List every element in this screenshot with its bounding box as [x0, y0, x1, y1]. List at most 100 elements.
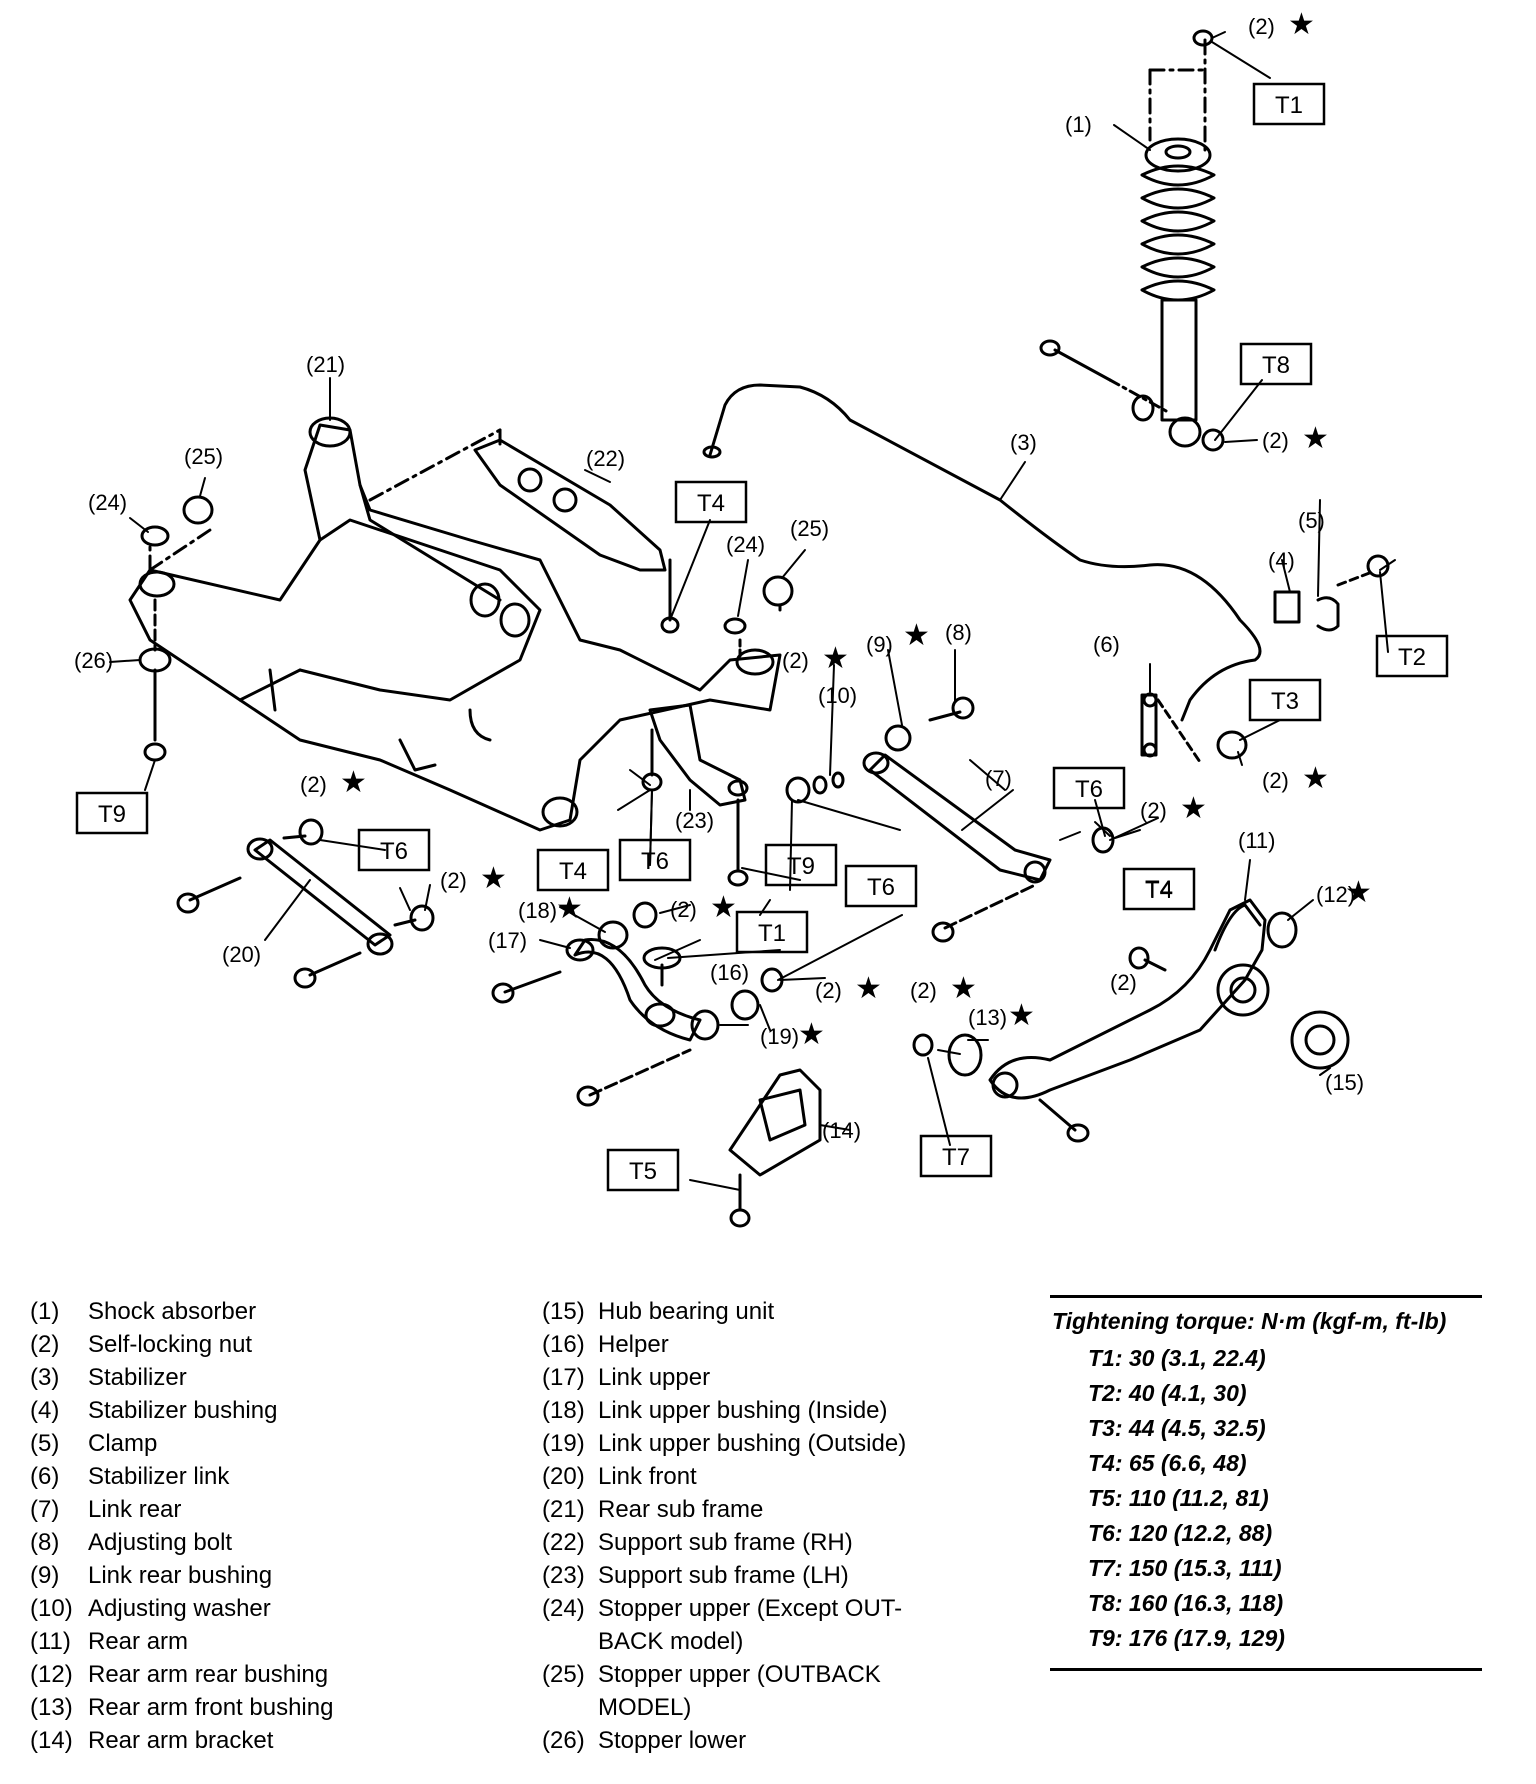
svg-text:T4: T4 — [559, 858, 587, 885]
svg-text:T4: T4 — [697, 490, 725, 517]
svg-text:(8): (8) — [945, 620, 972, 645]
svg-text:T8: T8 — [1262, 352, 1290, 379]
torque-row: T3: 44 (4.5, 32.5) — [1088, 1415, 1266, 1441]
svg-text:(24): (24) — [726, 532, 765, 557]
svg-text:T1: T1 — [1275, 92, 1303, 119]
svg-text:(2): (2) — [1140, 798, 1167, 823]
svg-text:(2): (2) — [1248, 14, 1275, 39]
svg-text:(2): (2) — [440, 868, 467, 893]
leader-lines — [109, 31, 1396, 1191]
svg-text:(20): (20) — [222, 942, 261, 967]
svg-text:(21): (21) — [306, 352, 345, 377]
legend-item: (18)Link upper bushing (Inside) — [542, 1397, 888, 1424]
svg-text:(25): (25) — [790, 516, 829, 541]
svg-text:(3): (3) — [1010, 430, 1037, 455]
svg-text:(12): (12) — [1316, 882, 1355, 907]
svg-text:(2): (2) — [300, 772, 327, 797]
legend-item: BACK model) — [598, 1628, 744, 1655]
parts-legend-middle: (15)Hub bearing unit (16)Helper (17)Link… — [542, 1295, 906, 1757]
star-icon: ★ — [1302, 761, 1329, 796]
star-icon: ★ — [903, 618, 930, 653]
svg-text:(22): (22) — [586, 446, 625, 471]
legend-item: (14)Rear arm bracket — [30, 1727, 274, 1754]
svg-text:(23): (23) — [675, 808, 714, 833]
svg-text:T9: T9 — [787, 853, 815, 880]
svg-text:T9: T9 — [98, 801, 126, 828]
star-icon: ★ — [340, 765, 367, 800]
torque-row: T5: 110 (11.2, 81) — [1088, 1485, 1269, 1511]
shock-absorber-drawing — [1039, 29, 1225, 452]
svg-text:(13): (13) — [968, 1005, 1007, 1030]
legend-item: (7)Link rear — [30, 1496, 182, 1523]
svg-text:T5: T5 — [629, 1158, 657, 1185]
svg-text:(4): (4) — [1268, 548, 1295, 573]
legend-item: (16)Helper — [542, 1331, 669, 1358]
legend-item: (13)Rear arm front bushing — [30, 1694, 334, 1721]
torque-row: T4: 65 (6.6, 48) — [1088, 1450, 1247, 1476]
svg-text:T6: T6 — [380, 838, 408, 865]
svg-text:(10): (10) — [818, 683, 857, 708]
torque-row: T1: 30 (3.1, 22.4) — [1088, 1345, 1266, 1371]
star-icon: ★ — [556, 891, 583, 926]
torque-table-title: Tightening torque: N·m (kgf-m, ft-lb) — [1052, 1308, 1447, 1334]
support-sub-frame-drawing — [473, 438, 794, 887]
svg-text:(16): (16) — [710, 960, 749, 985]
star-icon: ★ — [798, 1017, 825, 1052]
svg-text:T4: T4 — [1145, 876, 1173, 903]
svg-text:T7: T7 — [942, 1144, 970, 1171]
svg-text:(5): (5) — [1298, 508, 1325, 533]
star-icon: ★ — [1008, 998, 1035, 1033]
torque-row: T6: 120 (12.2, 88) — [1088, 1520, 1273, 1546]
rear-arm-drawing — [912, 898, 1350, 1143]
star-icon: ★ — [1302, 421, 1329, 456]
star-icon: ★ — [1288, 7, 1315, 42]
legend-item: (12)Rear arm rear bushing — [30, 1661, 329, 1688]
svg-text:(1): (1) — [1065, 112, 1092, 137]
legend-item: (3)Stabilizer — [30, 1364, 187, 1391]
legend-item: (10)Adjusting washer — [30, 1595, 271, 1622]
svg-text:(2): (2) — [910, 978, 937, 1003]
svg-text:(2): (2) — [1262, 768, 1289, 793]
svg-text:(7): (7) — [985, 766, 1012, 791]
legend-item: (26)Stopper lower — [542, 1727, 747, 1754]
svg-text:(19): (19) — [760, 1024, 799, 1049]
torque-box-labels: T1 T1 T2 T3 T4 T4 T4 T4 T5 T6 T6 T6 T6 T… — [98, 92, 1426, 1185]
legend-item: (15)Hub bearing unit — [542, 1298, 775, 1325]
svg-text:(2): (2) — [782, 648, 809, 673]
star-icon: ★ — [822, 641, 849, 676]
parts-legend-left: (1)Shock absorber (2)Self-locking nut (3… — [30, 1295, 333, 1757]
legend-item: (22)Support sub frame (RH) — [542, 1529, 853, 1556]
svg-text:T6: T6 — [867, 874, 895, 901]
star-markers: ★ ★ ★ ★ ★ ★ ★ ★ ★ ★ ★ ★ ★ ★ ★ — [340, 7, 1372, 1052]
legend-item: (20)Link front — [542, 1463, 697, 1490]
star-icon: ★ — [1180, 791, 1207, 826]
svg-text:T1: T1 — [758, 920, 786, 947]
tightening-torque-table: Tightening torque: N·m (kgf-m, ft-lb) T1… — [1050, 1295, 1482, 1671]
torque-row: T9: 176 (17.9, 129) — [1088, 1625, 1285, 1651]
part-labels: (1) (2) (2) (2) (2) (2) (2) (2) (2) (2) … — [74, 14, 1364, 1143]
svg-text:(24): (24) — [88, 490, 127, 515]
legend-item: (17)Link upper — [542, 1364, 711, 1391]
svg-text:(18): (18) — [518, 898, 557, 923]
svg-text:T6: T6 — [1075, 776, 1103, 803]
svg-text:(17): (17) — [488, 928, 527, 953]
svg-text:T6: T6 — [641, 848, 669, 875]
suspension-exploded-diagram: T1 T1 T2 T3 T4 T4 T4 T4 T5 T6 T6 T6 T6 T… — [74, 7, 1449, 1228]
torque-row: T8: 160 (16.3, 118) — [1088, 1590, 1284, 1616]
svg-text:(11): (11) — [1238, 828, 1276, 853]
star-icon: ★ — [710, 890, 737, 925]
legend-item: (2)Self-locking nut — [30, 1331, 253, 1358]
star-icon: ★ — [1345, 875, 1372, 910]
svg-text:T4: T4 — [1145, 877, 1173, 904]
svg-text:(9): (9) — [866, 632, 893, 657]
link-front-drawing — [176, 818, 435, 989]
svg-text:T2: T2 — [1398, 644, 1426, 671]
svg-text:(26): (26) — [74, 648, 113, 673]
svg-text:T3: T3 — [1271, 688, 1299, 715]
svg-text:(2): (2) — [1110, 970, 1137, 995]
legend-item: (1)Shock absorber — [30, 1298, 257, 1325]
svg-text:(2): (2) — [1262, 428, 1289, 453]
legend-item: (5)Clamp — [30, 1430, 158, 1457]
svg-text:(2): (2) — [670, 897, 697, 922]
rear-arm-bracket-drawing — [728, 1068, 822, 1228]
